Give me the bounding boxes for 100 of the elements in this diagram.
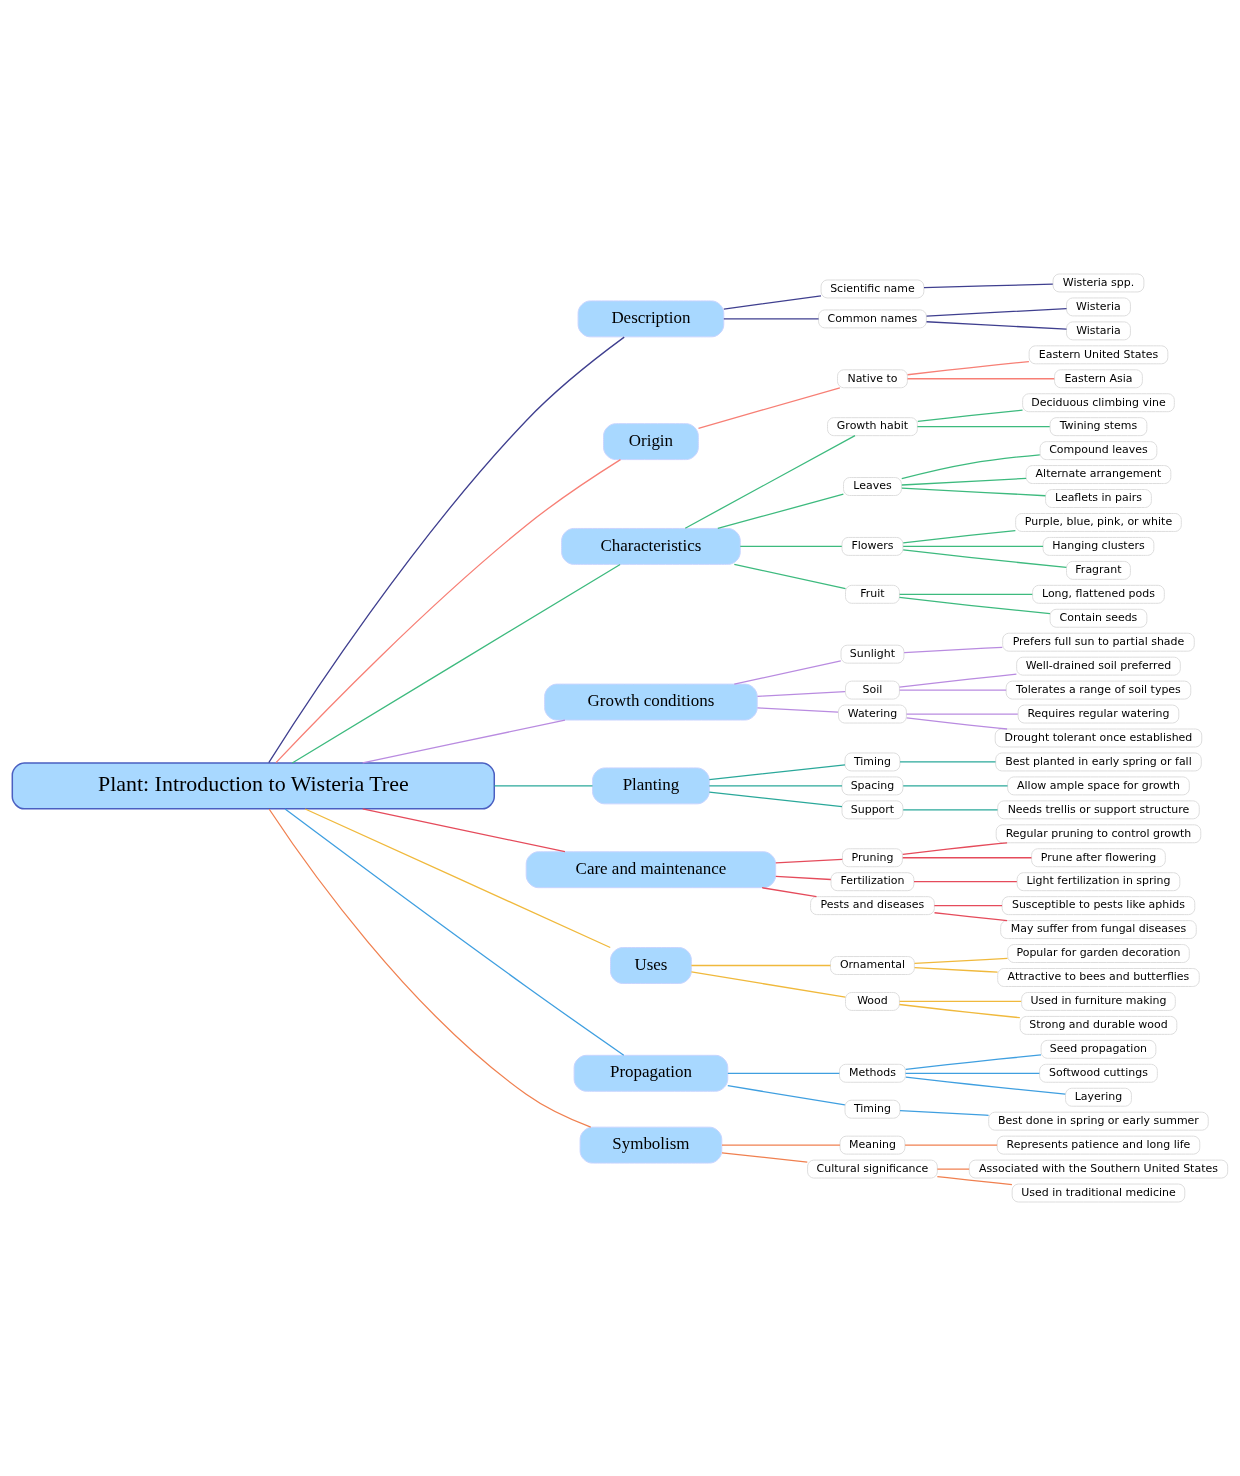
connector [904, 1144, 998, 1146]
node-box: Planting [592, 767, 710, 805]
connector [727, 1072, 841, 1074]
connector [913, 881, 1018, 883]
node-box: Susceptible to pests like aphids [1001, 896, 1196, 916]
connector [933, 912, 1008, 922]
connector [902, 549, 1068, 568]
node-box: Wisteria [1066, 297, 1131, 317]
node-box: Care and maintenance [525, 851, 777, 889]
node-box: Native to [837, 369, 908, 389]
connector [906, 360, 1030, 376]
node-box: Wisteria spp. [1052, 273, 1145, 293]
connector [902, 529, 1017, 544]
connector [901, 487, 1047, 497]
node-box: Twining stems [1049, 417, 1148, 437]
node-box: Description [577, 300, 725, 338]
connector [905, 1054, 1042, 1071]
connector [697, 387, 841, 429]
connector [936, 1175, 1013, 1186]
connector [906, 717, 1008, 730]
node-box: Best planted in early spring or fall [995, 752, 1202, 772]
connector [739, 545, 843, 548]
connector [727, 1085, 846, 1106]
node-box: Popular for garden decoration [1007, 944, 1190, 963]
node-box: Wistaria [1066, 321, 1131, 341]
connector [936, 1168, 970, 1170]
node-box: May suffer from fungal diseases [1000, 920, 1197, 940]
node-box: Contain seeds [1049, 608, 1148, 628]
connector [905, 713, 1019, 715]
node-box: Uses [610, 947, 692, 984]
node-box: Drought tolerant once established [994, 728, 1203, 748]
connector [284, 808, 625, 1056]
connector [899, 761, 997, 763]
connector [362, 808, 566, 853]
connector [925, 321, 1068, 330]
node-box: Methods [839, 1063, 906, 1083]
connector [775, 875, 832, 881]
node-box: Spacing [841, 776, 904, 796]
connector [733, 660, 842, 685]
node-box: Requires regular watering [1017, 704, 1180, 724]
node-box: Allow ample space for growth [1007, 776, 1190, 796]
connector [925, 307, 1068, 317]
node-box: Propagation [573, 1054, 729, 1092]
node-box: Fruit [845, 584, 900, 604]
node-box: Common names [818, 309, 927, 329]
node-box: Represents patience and long life [996, 1135, 1201, 1155]
connector [268, 336, 625, 764]
connector [913, 957, 1009, 964]
connector [902, 842, 1008, 855]
connector [708, 785, 843, 787]
connector [916, 426, 1051, 428]
node-box: Sunlight [840, 644, 905, 664]
connector [903, 646, 1003, 654]
node-box: Wood [845, 991, 900, 1011]
connector [275, 458, 622, 764]
node-box: Regular pruning to control growth [995, 824, 1202, 844]
connector [690, 971, 846, 998]
node-box: Softwood cuttings [1039, 1063, 1158, 1083]
node-box: Eastern Asia [1054, 369, 1143, 389]
node-box: Prune after flowering [1031, 848, 1166, 868]
connector [756, 707, 839, 713]
connector [917, 409, 1024, 423]
connector [708, 764, 846, 781]
connector [493, 785, 594, 787]
connector [898, 593, 1033, 595]
connector [923, 283, 1054, 289]
node-box: Seed propagation [1040, 1039, 1157, 1059]
connector [733, 563, 847, 590]
node-box: Used in furniture making [1021, 991, 1176, 1011]
node-box: Light fertilization in spring [1016, 872, 1181, 892]
connector [898, 673, 1018, 688]
node-box: Pests and diseases [810, 896, 935, 916]
node-box: Plant: Introduction to Wisteria Tree [11, 762, 495, 810]
node-box: Support [841, 800, 904, 820]
connector [898, 689, 1007, 691]
node-box: Tolerates a range of soil types [1005, 680, 1192, 700]
node-box: Leaflets in pairs [1045, 489, 1152, 508]
connector [901, 477, 1027, 486]
connector [268, 808, 592, 1128]
connector [723, 318, 820, 320]
connector [761, 887, 818, 898]
node-box: Associated with the Southern United States [968, 1159, 1229, 1179]
connector [904, 1072, 1041, 1074]
connector [902, 545, 1044, 548]
node-box: Growth habit [827, 417, 918, 437]
node-box: Fragrant [1066, 560, 1131, 580]
node-box: Pruning [842, 848, 903, 868]
node-box: Timing [844, 752, 901, 772]
node-box: Strong and durable wood [1019, 1015, 1178, 1035]
connector [902, 809, 999, 811]
connector [362, 719, 566, 764]
node-box: Ornamental [830, 956, 915, 975]
connector [717, 493, 845, 530]
node-box: Deciduous climbing vine [1022, 393, 1175, 413]
connector [304, 808, 611, 949]
connector [684, 435, 856, 529]
node-box: Cultural significance [807, 1159, 938, 1179]
node-box: Layering [1065, 1087, 1132, 1107]
node-box: Hanging clusters [1042, 536, 1155, 556]
node-box: Soil [845, 680, 900, 700]
